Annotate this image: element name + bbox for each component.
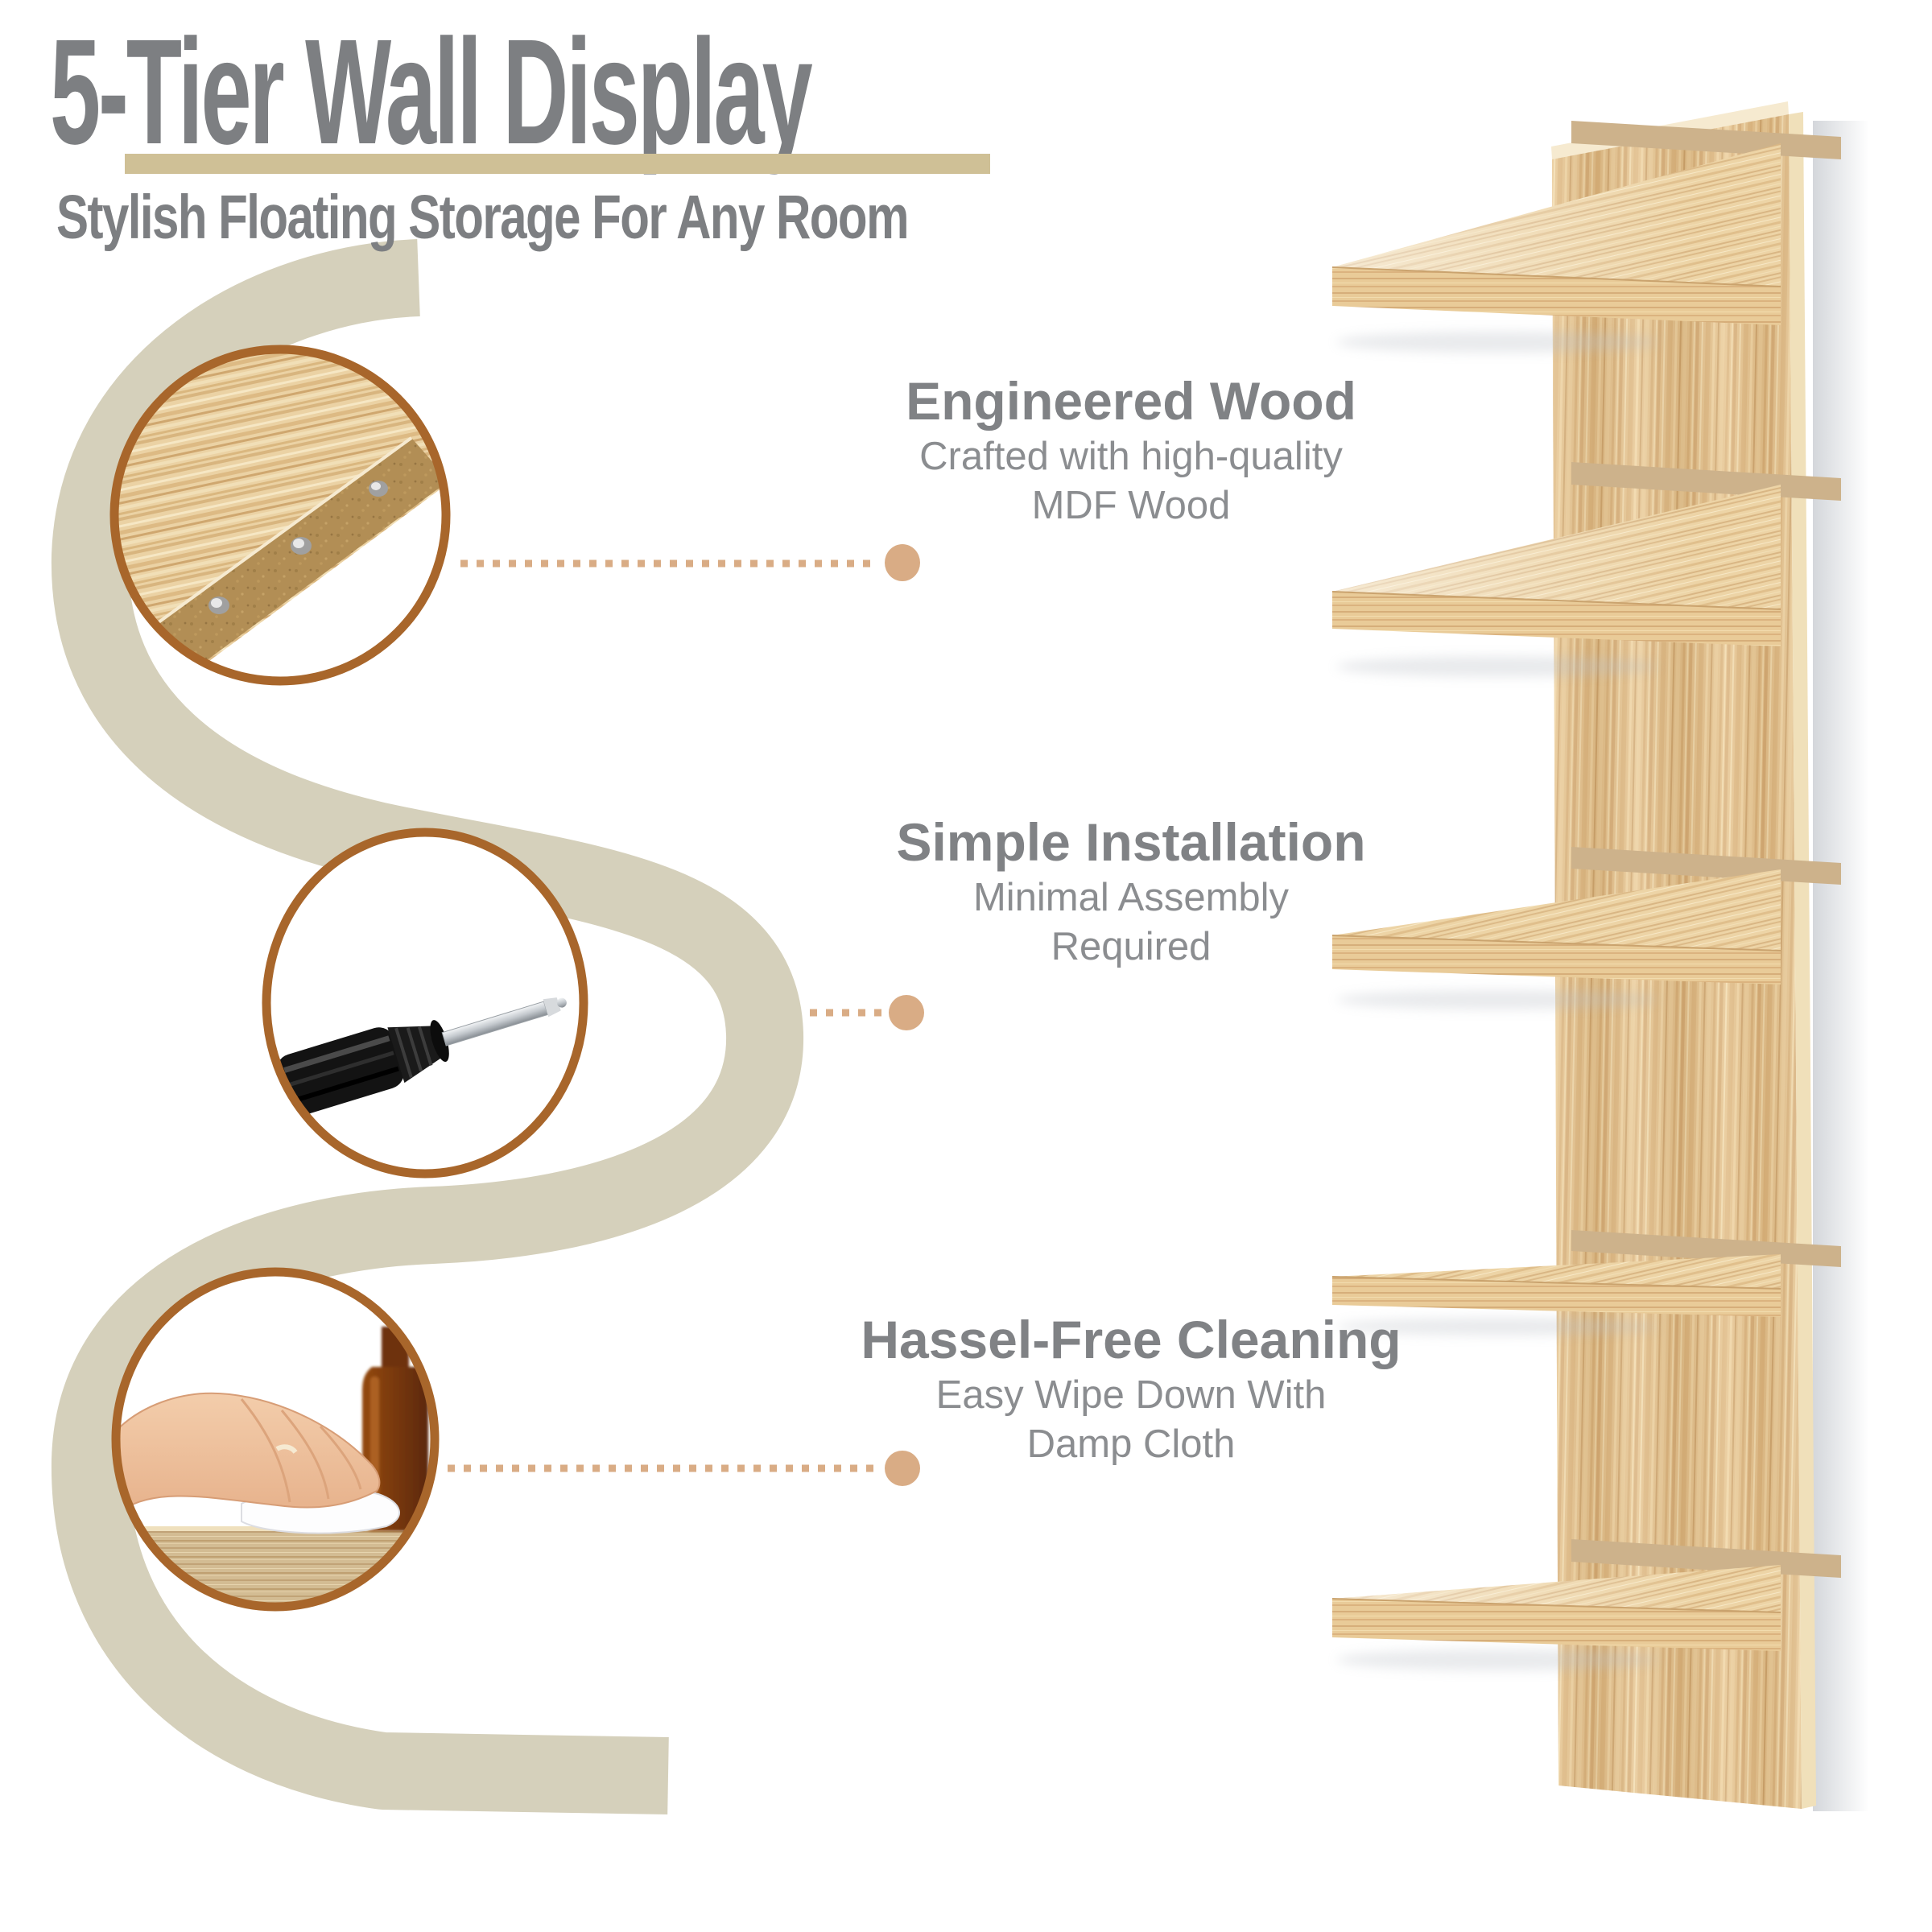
feature-line: Required: [1051, 925, 1212, 969]
connector-line-1: [460, 544, 920, 581]
hand: [120, 1392, 381, 1513]
feature-line: Easy Wipe Down With: [935, 1373, 1327, 1417]
feature-callout-simple-installation: Simple Installation Minimal Assembly Req…: [849, 815, 1413, 972]
feature-line: MDF Wood: [1031, 484, 1231, 528]
shelf-tier-3: [1331, 847, 1841, 985]
page-subtitle: Stylish Floating Storage For Any Room: [56, 183, 909, 252]
wood-block: [121, 1526, 431, 1603]
feature-callout-engineered-wood: Engineered Wood Crafted with high-qualit…: [849, 374, 1413, 531]
ring: [275, 1444, 298, 1454]
connector-endpoint-dot: [889, 995, 924, 1030]
title-underline: [125, 154, 990, 174]
connector-line-2: [810, 995, 924, 1030]
screw-holes: [208, 481, 388, 614]
connector-endpoint-dot: [885, 1451, 920, 1486]
screwdriver-icon: [276, 997, 567, 1116]
page-title: 5-Tier Wall Display: [50, 9, 813, 175]
feature-photo-screwdriver: [262, 828, 588, 1179]
shelf-tier-5: [1331, 1539, 1841, 1651]
feature-heading: Engineered Wood: [906, 371, 1356, 431]
feature-line: Minimal Assembly: [972, 876, 1290, 919]
s-curve-band: [51, 239, 804, 1814]
wall-panel-side-edge: [1789, 112, 1816, 1809]
connector-line-3: [448, 1451, 920, 1486]
feature-callout-hassel-free-cleaning: Hassel-Free Cleaning Easy Wipe Down With…: [849, 1313, 1413, 1470]
feature-photo-hand-wiping: [111, 1267, 440, 1612]
feature-heading: Simple Installation: [896, 812, 1366, 872]
feature-line: Crafted with high-quality: [919, 435, 1343, 478]
shelf-tier-2: [1331, 462, 1841, 646]
connector-endpoint-dot: [885, 544, 920, 581]
shelf-tier-1: [1331, 121, 1841, 325]
shelf-tier-4: [1331, 1230, 1841, 1317]
feature-heading: Hassel-Free Cleaning: [861, 1310, 1402, 1369]
product-shelf-render: [1331, 101, 1869, 1811]
feature-line: Damp Cloth: [1026, 1422, 1236, 1467]
feature-photo-wood-closeup: [109, 345, 451, 686]
